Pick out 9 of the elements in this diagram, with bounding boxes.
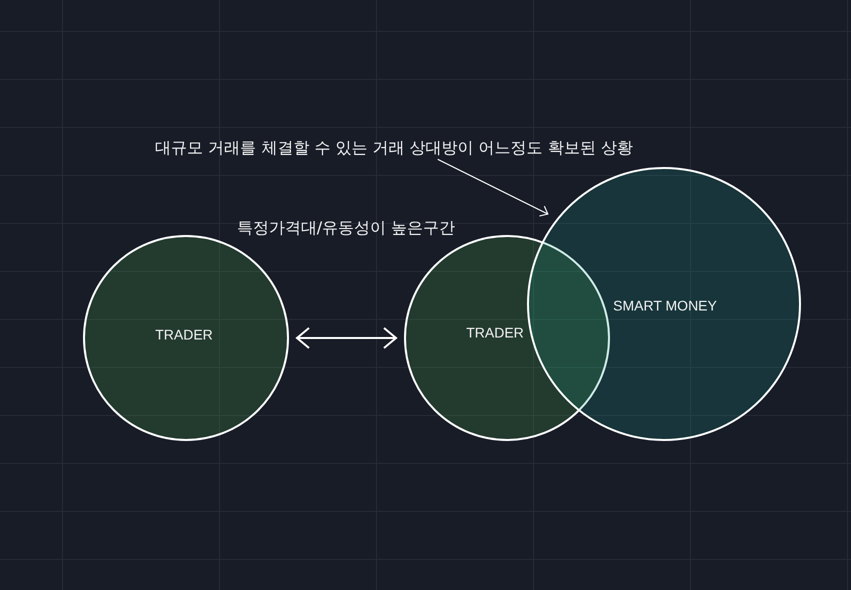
circle-label: SMART MONEY [613, 298, 717, 314]
annotation-text: 대규모 거래를 체결할 수 있는 거래 상대방이 어느정도 확보된 상황 [155, 138, 633, 158]
region-label: 특정가격대/유동성이 높은구간 [236, 218, 456, 238]
venn-circle [83, 235, 289, 441]
venn-circle [527, 167, 801, 441]
circle-label: TRADER [155, 326, 213, 344]
double-arrow [296, 327, 397, 349]
circle-label: TRADER [466, 324, 524, 342]
leader-arrow [438, 158, 548, 217]
